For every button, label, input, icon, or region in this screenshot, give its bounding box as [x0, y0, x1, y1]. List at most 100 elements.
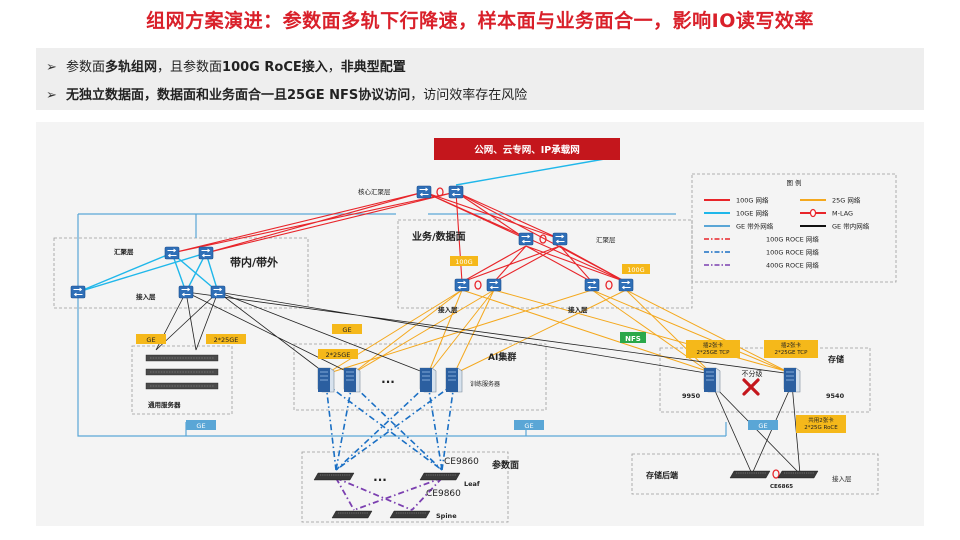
- access-switch-icon: [70, 285, 86, 299]
- bullet-1-text-a: 参数面: [66, 60, 106, 75]
- legend-item-label: GE 带外网络: [736, 222, 774, 231]
- access-switch-icon: [210, 285, 226, 299]
- network-diagram-svg: 公网、云专网、IP承载网 核心汇聚层 汇聚层 带内/带外 接入层 业务/数据面 …: [53, 138, 897, 523]
- storage-backend-label: 存储后端: [645, 470, 678, 480]
- lines-ge-inband: [155, 291, 793, 375]
- storage-backend-box: [631, 453, 879, 495]
- leaf-switch-icon: [419, 472, 461, 481]
- param-ellipsis: ···: [373, 473, 387, 487]
- model-9540-label: 9540: [826, 392, 845, 400]
- agg-switch-icon: [198, 246, 214, 260]
- legend-item-label: 100G ROCE 网络: [766, 235, 819, 244]
- ge-tag-3-label: GE: [196, 422, 205, 430]
- bullet-1-text-c: ，: [327, 60, 341, 75]
- legend-item-label: GE 带内网络: [832, 222, 870, 231]
- ge-tag-1-label: GE: [146, 336, 155, 344]
- mlag-icon: [605, 280, 613, 290]
- ge-tag-2-label: GE: [342, 326, 351, 334]
- access-switch-icon: [178, 285, 194, 299]
- core-layer-label: 核心汇聚层: [358, 187, 391, 196]
- tag-2x25ge-2: [318, 349, 358, 359]
- leaf-label: Leaf: [464, 480, 480, 488]
- spine-switch-icon: [389, 510, 431, 519]
- top-banner: [434, 138, 620, 160]
- biz-region-label: 业务/数据面: [412, 230, 466, 243]
- lines-roce-100g: [325, 383, 455, 471]
- legend-item-label: 100G 网络: [736, 196, 769, 205]
- spine-label: Spine: [436, 512, 457, 520]
- bullet-arrow-icon: ➢: [46, 60, 57, 75]
- no-tier-label: 不分级: [742, 369, 763, 378]
- bullet-1-bold-a: 多轨组网: [105, 60, 158, 75]
- ge-tag-2: [332, 324, 362, 334]
- mlag-icon: [474, 280, 482, 290]
- lines-roce-400g: [335, 477, 443, 511]
- training-server-icon: [317, 367, 335, 393]
- card-tag-1: [686, 340, 740, 358]
- tag-2x25ge-1-label: 2*25GE: [214, 336, 239, 344]
- ce9860-label-b: CE9860: [426, 489, 461, 499]
- param-region-box: [301, 451, 509, 523]
- top-banner-label: 公网、云专网、IP承载网: [474, 144, 580, 156]
- ge-tag-1: [136, 334, 166, 344]
- biz-access-label-1: 接入层: [438, 305, 458, 314]
- training-server-icon: [419, 367, 437, 393]
- page-title: 组网方案演进：参数面多轨下行降速，样本面与业务面合一，影响IO读写效率: [146, 10, 814, 32]
- param-region-label: 参数面: [492, 459, 519, 471]
- bullet-2: ➢无独立数据面，数据面和业务面合一且25GE NFS协议访问，访问效率存在风险: [46, 84, 527, 103]
- spine-switch-icon: [331, 510, 373, 519]
- storage-array-icon: [783, 367, 801, 393]
- ce6865-label: CE6865: [770, 484, 793, 490]
- left-region-box: [53, 237, 309, 309]
- legend-item-label: 100G ROCE 网络: [766, 248, 819, 257]
- biz-region-box: [397, 219, 693, 309]
- backend-switch-icon: [729, 470, 771, 479]
- biz-access-switch-icon: [618, 278, 634, 292]
- backend-access-label: 接入层: [832, 474, 852, 483]
- cross-icon: [742, 378, 760, 396]
- legend-box: [691, 173, 897, 283]
- nfs-tag-label: NFS: [625, 335, 641, 343]
- core-switch-icon: [448, 185, 464, 199]
- ge-tag-5: [748, 420, 778, 430]
- network-diagram: 公网、云专网、IP承载网 核心汇聚层 汇聚层 带内/带外 接入层 业务/数据面 …: [36, 122, 924, 526]
- tag-2x25ge-2-label: 2*25GE: [326, 351, 351, 359]
- tag-100g-2: [622, 264, 650, 274]
- bullet-arrow-icon: ➢: [46, 88, 57, 103]
- rack-server-icon: [145, 368, 219, 376]
- legend-item-label: 10GE 网络: [736, 209, 769, 218]
- storage-title-label: 存储: [827, 354, 844, 364]
- left-region-label: 带内/带外: [230, 255, 278, 269]
- left-access-label: 接入层: [136, 292, 156, 301]
- biz-agg-label: 汇聚层: [596, 236, 616, 244]
- bullet-1: ➢参数面多轨组网，且参数面100G RoCE接入，非典型配置: [46, 56, 406, 75]
- biz-access-switch-icon: [486, 278, 502, 292]
- tag-100g-1-label: 100G: [455, 258, 472, 266]
- core-switch-icon: [416, 185, 432, 199]
- ge-tag-4: [514, 420, 544, 430]
- region-boxes: [53, 173, 897, 523]
- nfs-tag: [620, 332, 646, 343]
- legend-item-label: M-LAG: [832, 210, 853, 218]
- card-tag-2: [764, 340, 818, 358]
- training-server-icon: [343, 367, 361, 393]
- bullet-1-bold-b: 100G RoCE接入: [222, 60, 328, 75]
- storage-array-icon: [703, 367, 721, 393]
- tag-2x25ge-1: [206, 334, 246, 344]
- leaf-switch-icon: [313, 472, 355, 481]
- lines-10ge: [77, 156, 617, 293]
- general-server-box: [131, 345, 233, 415]
- bullet-2-bold-a: 无独立数据面，数据面和业务面合一且25GE NFS协议访问: [66, 88, 411, 103]
- rack-server-icon: [145, 382, 219, 390]
- biz-access-switch-icon: [454, 278, 470, 292]
- legend-title: 图 例: [786, 178, 801, 187]
- bullet-1-text-b: ，且参数面: [157, 60, 223, 75]
- mlag-icon: [772, 469, 780, 479]
- biz-access-label-2: 接入层: [568, 305, 588, 314]
- training-server-icon: [445, 367, 463, 393]
- model-9950-label: 9950: [682, 392, 701, 400]
- mlag-icon: [436, 187, 444, 197]
- legend-item-label: 400G ROCE 网络: [766, 261, 819, 270]
